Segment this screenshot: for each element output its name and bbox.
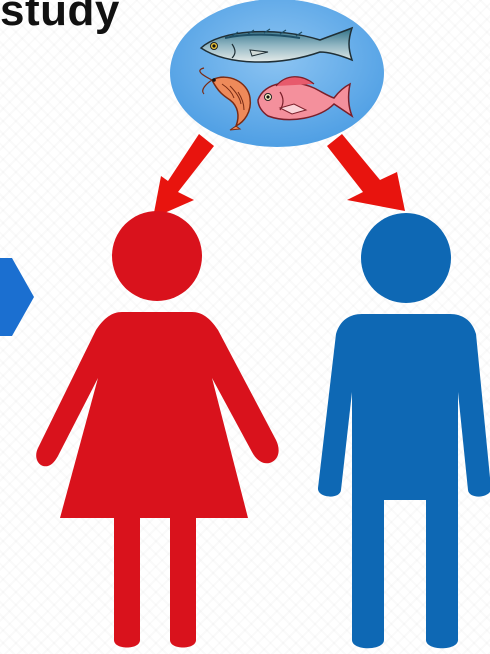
arrow-to-female bbox=[153, 134, 214, 218]
arrow-to-male bbox=[327, 134, 405, 211]
female-figure-icon bbox=[36, 211, 278, 648]
male-figure-icon bbox=[318, 213, 490, 648]
seafood-bubble bbox=[170, 0, 384, 147]
left-arrow-marker bbox=[0, 258, 34, 336]
